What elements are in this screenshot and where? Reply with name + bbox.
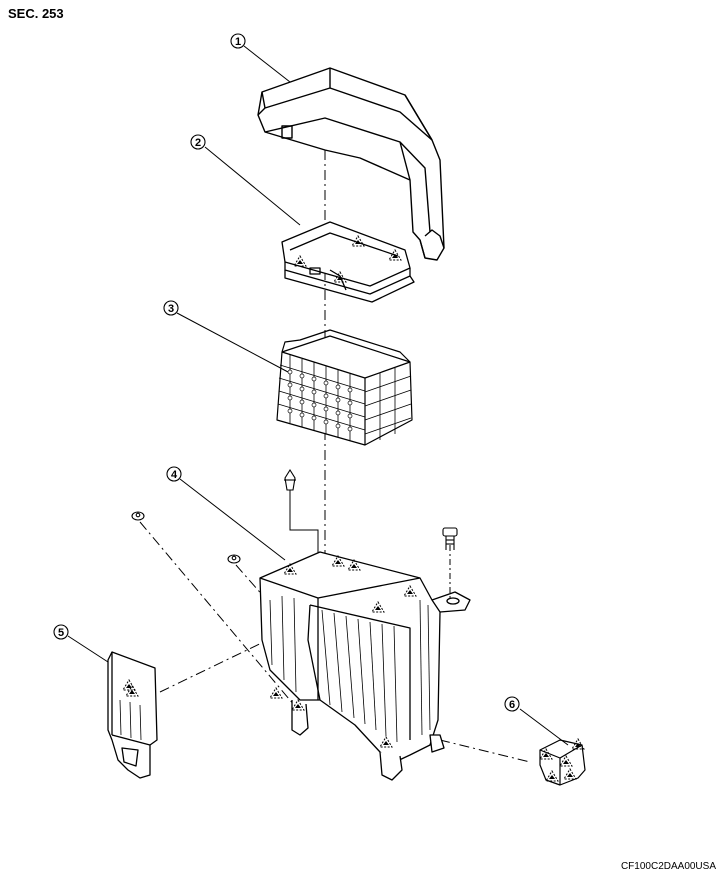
figure-code: CF100C2DAA00USA xyxy=(620,861,716,872)
lower-case xyxy=(259,551,471,781)
callout-2: 2 xyxy=(190,134,206,150)
mount-bracket xyxy=(539,739,586,786)
callout-1: 1 xyxy=(230,33,246,49)
clip-guide-line xyxy=(289,490,319,560)
callout-4: 4 xyxy=(166,466,182,482)
callout-5: 5 xyxy=(53,624,69,640)
fuse-block-frame xyxy=(276,329,413,446)
callout-leader xyxy=(243,45,291,83)
triangle-mark-icon xyxy=(269,687,283,699)
callout-3: 3 xyxy=(163,300,179,316)
svg-text:5: 5 xyxy=(58,627,64,639)
svg-text:4: 4 xyxy=(171,469,178,481)
callout-leader xyxy=(204,146,301,226)
callout-leader xyxy=(176,312,289,373)
section-code: SEC. 253 xyxy=(8,6,64,21)
svg-text:3: 3 xyxy=(168,303,174,315)
fuse-block xyxy=(281,221,415,303)
nut-icon xyxy=(131,511,145,521)
svg-text:1: 1 xyxy=(235,36,241,48)
callout-6: 6 xyxy=(504,696,520,712)
side-bracket xyxy=(107,651,158,779)
bolt-icon xyxy=(442,527,458,550)
clip-icon xyxy=(284,468,296,491)
cover xyxy=(257,67,445,261)
nut-icon xyxy=(227,554,241,564)
bracket6-guide-line xyxy=(439,739,531,763)
bracket5-guide-line xyxy=(159,609,331,693)
svg-text:2: 2 xyxy=(195,137,201,149)
callout-leader xyxy=(179,478,286,561)
svg-text:6: 6 xyxy=(509,699,515,711)
callout-leader xyxy=(519,708,569,746)
nut-guide-line xyxy=(139,521,301,713)
callout-leader xyxy=(67,635,109,663)
